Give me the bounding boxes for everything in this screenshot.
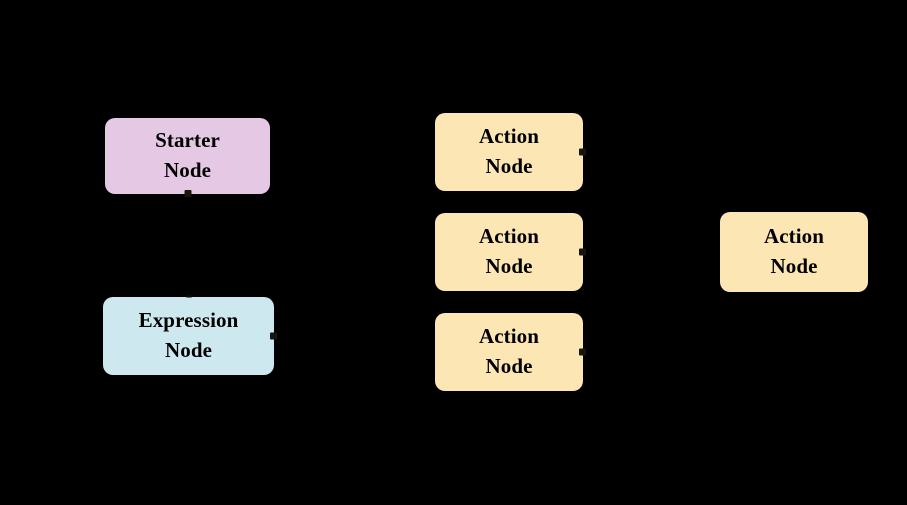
node-label-line-2: Node: [485, 254, 533, 278]
connector-port-right[interactable]: [270, 332, 277, 340]
node-label-line-2: Node: [163, 158, 212, 182]
node-label-line-1: Action: [478, 324, 540, 349]
node-label-line-1: Action: [763, 224, 825, 249]
connector-port-right[interactable]: [579, 348, 586, 356]
connector-port-top[interactable]: [185, 295, 192, 298]
node-label-line-2: Node: [485, 354, 533, 378]
connector-port-right[interactable]: [579, 148, 586, 156]
connector-port-right[interactable]: [579, 248, 586, 256]
node-label-line-2: Node: [164, 338, 213, 362]
connector-port-bottom[interactable]: [184, 190, 191, 197]
node-label-line-1: Starter: [155, 128, 220, 153]
node-label-line-2: Node: [485, 154, 533, 178]
node-label-line-2: Node: [770, 254, 818, 278]
node-label-line-1: Expression: [138, 308, 239, 333]
node-label-line-1: Action: [478, 224, 540, 249]
node-label-line-1: Action: [478, 124, 540, 149]
